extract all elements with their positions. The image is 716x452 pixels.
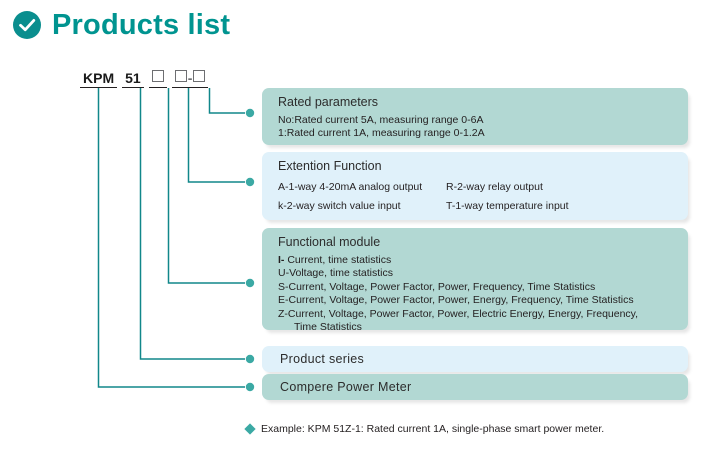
panel-extention-function: Extention Function A-1-way 4-20mA analog… bbox=[262, 152, 688, 220]
panel-compere-power-meter: Compere Power Meter bbox=[262, 374, 688, 400]
extention-function-column-right: R-2-way relay output T-1-way temperature… bbox=[446, 178, 688, 216]
diamond-bullet-icon bbox=[244, 423, 256, 435]
functional-module-item: S-Current, Voltage, Power Factor, Power,… bbox=[278, 280, 596, 293]
product-code-line: KPM 51 - bbox=[80, 68, 209, 88]
connector-dot bbox=[245, 278, 255, 288]
panel-label-product-series: Product series bbox=[280, 352, 365, 366]
extention-function-item: R-2-way relay output bbox=[446, 181, 543, 193]
code-segment-series: 51 bbox=[122, 71, 144, 88]
functional-module-item: I- Current, time statistics bbox=[278, 254, 688, 267]
code-dash-glyph: - bbox=[187, 70, 193, 86]
connector-dot bbox=[245, 177, 255, 187]
extention-function-column-left: A-1-way 4-20mA analog output k-2-way swi… bbox=[278, 178, 446, 216]
panel-title-functional-module: Functional module bbox=[278, 235, 381, 249]
panel-rated-parameters: Rated parameters No:Rated current 5A, me… bbox=[262, 88, 688, 145]
panel-title-extention-function: Extention Function bbox=[278, 159, 382, 173]
rated-parameters-line: No:Rated current 5A, measuring range 0-6… bbox=[278, 114, 484, 126]
functional-module-desc: Current, time statistics bbox=[284, 254, 392, 266]
panel-product-series: Product series bbox=[262, 346, 688, 372]
code-segment-extension-rated: - bbox=[171, 70, 209, 88]
page-header: Products list bbox=[12, 10, 230, 40]
functional-module-item: E-Current, Voltage, Power Factor, Power,… bbox=[278, 294, 634, 307]
panel-title-rated-parameters: Rated parameters bbox=[278, 95, 379, 109]
functional-module-item: Time Statistics bbox=[294, 321, 362, 334]
connector-dot bbox=[245, 108, 255, 118]
extention-function-item: A-1-way 4-20mA analog output bbox=[278, 181, 423, 193]
code-box-glyph bbox=[174, 70, 187, 82]
extention-function-columns: A-1-way 4-20mA analog output k-2-way swi… bbox=[278, 178, 688, 216]
panel-label-compere-power-meter: Compere Power Meter bbox=[280, 380, 412, 394]
extention-function-item: T-1-way temperature input bbox=[446, 200, 569, 212]
page-title: Products list bbox=[52, 8, 231, 41]
extention-function-item: k-2-way switch value input bbox=[278, 200, 401, 212]
functional-module-code: I- bbox=[278, 254, 285, 266]
example-note: Example: KPM 51Z-1: Rated current 1A, si… bbox=[244, 423, 605, 435]
rated-parameters-line: 1:Rated current 1A, measuring range 0-1.… bbox=[278, 127, 485, 140]
panel-functional-module: Functional module I- Current, time stati… bbox=[262, 228, 688, 333]
connector-dot bbox=[245, 382, 255, 392]
functional-module-item: Z-Current, Voltage, Power Factor, Power,… bbox=[278, 307, 639, 320]
example-note-text: Example: KPM 51Z-1: Rated current 1A, si… bbox=[261, 423, 605, 435]
code-segment-module bbox=[148, 70, 167, 88]
code-box-glyph bbox=[193, 70, 206, 82]
connector-dot bbox=[245, 354, 255, 364]
code-box-glyph bbox=[151, 70, 164, 82]
check-circle-icon bbox=[12, 10, 42, 40]
code-segment-brand: KPM bbox=[80, 71, 118, 88]
functional-module-item: U-Voltage, time statistics bbox=[278, 267, 393, 280]
